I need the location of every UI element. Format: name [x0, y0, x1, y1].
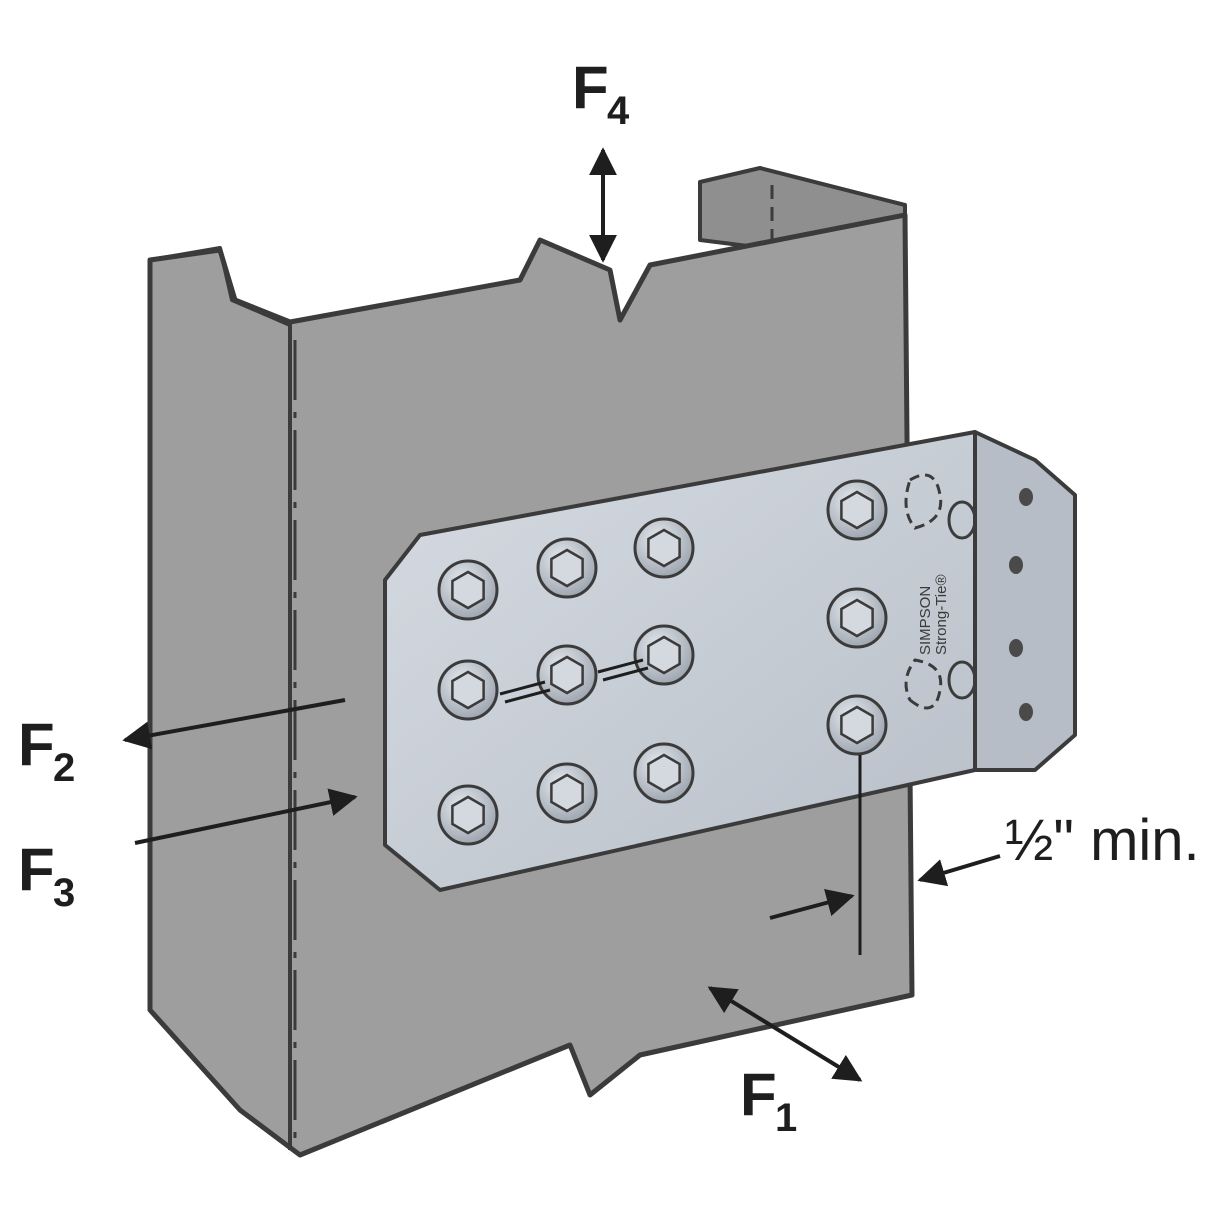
f2-arrow	[122, 698, 346, 750]
slot-hole	[947, 500, 977, 540]
flange-holes	[1009, 488, 1033, 721]
hex-bolt	[633, 742, 695, 804]
brand-line1: SIMPSON	[917, 586, 934, 655]
hex-bolt	[437, 559, 499, 621]
f1-arrow	[707, 986, 863, 1082]
hex-bolt	[536, 537, 598, 599]
dimension-label: ½" min.	[1005, 808, 1200, 873]
flange-hole	[1009, 639, 1023, 657]
label-f3-sub: 3	[53, 871, 75, 915]
connector-plate: SIMPSON Strong-Tie®	[383, 430, 1077, 892]
hex-bolt	[826, 694, 888, 756]
break-line	[602, 666, 649, 682]
hex-bolt	[633, 517, 695, 579]
flange-hole	[1019, 703, 1033, 721]
label-f2-letter: F	[18, 711, 55, 778]
force-arrows	[122, 147, 1001, 1082]
hex-bolt	[826, 479, 888, 541]
hex-bolt	[437, 784, 499, 846]
teardrop-cutout	[904, 473, 943, 530]
f3-arrow	[134, 788, 358, 845]
dimension-arrow-right	[917, 854, 1001, 887]
flange-hole	[1009, 556, 1023, 574]
stud-front-lip	[149, 246, 292, 1150]
break-line	[504, 688, 551, 704]
teardrop-cutout	[904, 658, 943, 710]
hex-bolt	[633, 624, 695, 686]
dimension-arrow-left	[769, 889, 855, 920]
slot-hole	[947, 660, 977, 700]
hex-bolt	[437, 659, 499, 721]
brand-line2: Strong-Tie®	[933, 574, 950, 655]
flange-hole	[1019, 488, 1033, 506]
hex-bolt	[536, 762, 598, 824]
break-line	[597, 658, 644, 674]
hex-bolt	[536, 644, 598, 706]
label-f1-letter: F	[740, 1061, 777, 1128]
hex-bolt	[826, 587, 888, 649]
bolts	[437, 479, 888, 846]
break-line	[499, 680, 546, 696]
label-f3-letter: F	[18, 836, 55, 903]
label-f2-sub: 2	[53, 746, 75, 790]
label-f4-sub: 4	[607, 89, 630, 133]
label-f1-sub: 1	[775, 1096, 797, 1140]
label-f4-letter: F	[572, 54, 609, 121]
